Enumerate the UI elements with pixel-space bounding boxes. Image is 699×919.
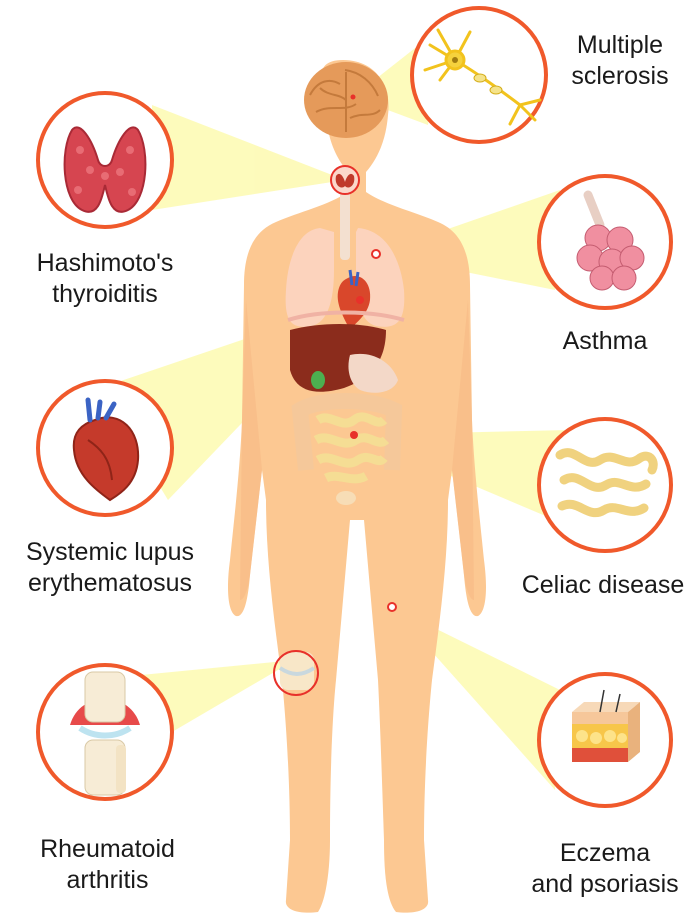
label-systemic-lupus: Systemic lupus erythematosus — [0, 537, 220, 599]
label-celiac-disease-line1: Celiac disease — [508, 570, 698, 601]
label-rheumatoid-arthritis: Rheumatoid arthritis — [15, 834, 200, 896]
label-asthma: Asthma — [540, 326, 670, 357]
label-multiple-sclerosis: Multiple sclerosis — [545, 30, 695, 92]
label-eczema-line2: and psoriasis — [515, 869, 695, 900]
knee-joint — [280, 652, 314, 690]
trachea — [340, 190, 350, 260]
callout-celiac-disease — [539, 419, 671, 551]
label-eczema-psoriasis: Eczema and psoriasis — [515, 838, 695, 900]
label-systemic-lupus-line2: erythematosus — [0, 568, 220, 599]
callout-rheumatoid-arthritis — [38, 665, 172, 799]
label-multiple-sclerosis-line2: sclerosis — [545, 61, 695, 92]
marker-lungs — [372, 250, 380, 258]
label-hashimotos-thyroiditis: Hashimoto's thyroiditis — [10, 248, 200, 310]
label-multiple-sclerosis-line1: Multiple — [545, 30, 695, 61]
callout-hashimotos-thyroiditis — [38, 93, 172, 227]
label-eczema-line1: Eczema — [515, 838, 695, 869]
brain — [304, 62, 388, 138]
callout-multiple-sclerosis — [412, 8, 546, 142]
label-celiac-disease: Celiac disease — [508, 570, 698, 601]
marker-skin — [388, 603, 396, 611]
label-rheumatoid-line2: arthritis — [15, 865, 200, 896]
marker-intestine — [350, 431, 358, 439]
marker-heart — [356, 296, 364, 304]
marker-brain — [351, 95, 356, 100]
callout-eczema-psoriasis — [539, 674, 671, 806]
label-systemic-lupus-line1: Systemic lupus — [0, 537, 220, 568]
label-hashimotos-line1: Hashimoto's — [10, 248, 200, 279]
label-asthma-line1: Asthma — [540, 326, 670, 357]
label-rheumatoid-line1: Rheumatoid — [15, 834, 200, 865]
callout-systemic-lupus — [38, 381, 172, 515]
label-hashimotos-line2: thyroiditis — [10, 279, 200, 310]
callout-asthma — [539, 176, 671, 308]
marker-thyroid-ring — [331, 166, 359, 194]
